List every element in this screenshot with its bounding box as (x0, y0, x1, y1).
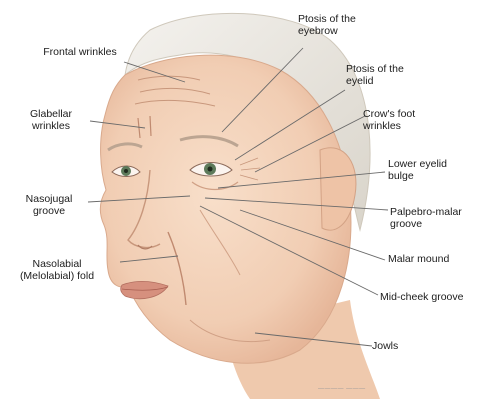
face-skin (100, 55, 351, 363)
label-malar-mound: Malar mound (388, 253, 488, 265)
watermark-mark: ———— ——— (318, 386, 366, 392)
label-crows-foot-wrinkles: Crow's foot wrinkles (363, 108, 427, 132)
label-palpebro-malar-groove: Palpebro-malar groove (390, 206, 490, 230)
label-nasolabial-fold: Nasolabial (Melolabial) fold (18, 258, 96, 282)
label-nasojugal-groove: Nasojugal groove (12, 193, 86, 217)
label-glabellar-wrinkles: Glabellar wrinkles (14, 108, 88, 132)
label-lower-eyelid-bulge: Lower eyelid bulge (388, 158, 468, 182)
label-ptosis-eyebrow: Ptosis of the eyebrow (298, 13, 368, 37)
label-mid-cheek-groove: Mid-cheek groove (380, 291, 492, 303)
label-jowls: Jowls (372, 340, 432, 352)
label-frontal-wrinkles: Frontal wrinkles (40, 46, 120, 58)
label-ptosis-eyelid: Ptosis of the eyelid (346, 63, 410, 87)
